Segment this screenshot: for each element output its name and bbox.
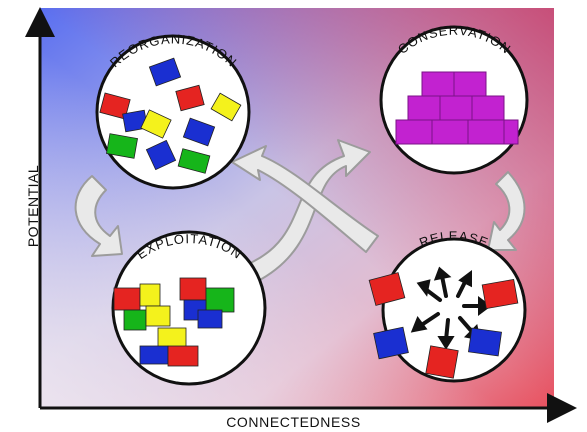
svg-text:RELEASE: RELEASE [417,228,491,250]
x-axis-label: CONNECTEDNESS [226,414,361,430]
phase-conservation: CONSERVATION [379,23,529,175]
cycle-arrows [74,139,526,283]
arrow-reorganization-to-exploitation [74,175,123,257]
phase-exploitation: EXPLOITATION [111,230,267,386]
puzzle-pieces-exploitation [113,277,235,367]
scatter-arrows [410,266,492,350]
arrow-release-to-reorganization [231,145,379,253]
puzzle-pieces-conservation [395,71,519,145]
puzzle-pieces-reorganization [99,57,242,174]
phase-release: RELEASE [368,228,527,383]
arrow-exploitation-to-conservation [247,139,371,283]
phase-label-release: RELEASE [417,228,490,250]
puzzle-pieces-release [368,272,519,379]
y-axis-label: POTENTIAL [25,164,41,248]
phase-reorganization: REORGANIZATION [95,31,251,190]
arrow-conservation-to-release [487,171,526,251]
